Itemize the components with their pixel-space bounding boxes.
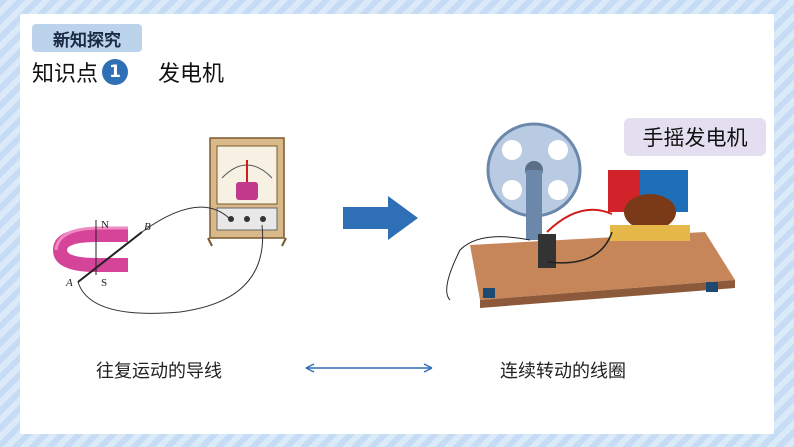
hand-crank-generator-illustration: [446, 122, 735, 308]
knowledge-point-title: 发电机: [158, 62, 225, 87]
label-b: B: [144, 221, 151, 233]
magnet-wire-illustration: [52, 206, 264, 314]
knowledge-point-number: 1: [102, 59, 129, 85]
label-n: N: [101, 219, 109, 231]
generator-badge: 手摇发电机: [624, 118, 766, 156]
galvanometer-illustration: [207, 137, 287, 247]
right-arrow-icon: [343, 196, 418, 240]
knowledge-point-heading: 知识点 1 发电机: [32, 56, 224, 88]
knowledge-point-label: 知识点: [32, 62, 99, 87]
section-tag: 新知探究: [32, 24, 142, 52]
label-s: S: [101, 277, 107, 289]
right-caption: 连续转动的线圈: [500, 361, 626, 382]
double-arrow-icon: [305, 363, 433, 373]
left-caption: 往复运动的导线: [96, 361, 222, 382]
label-a: A: [65, 277, 73, 289]
